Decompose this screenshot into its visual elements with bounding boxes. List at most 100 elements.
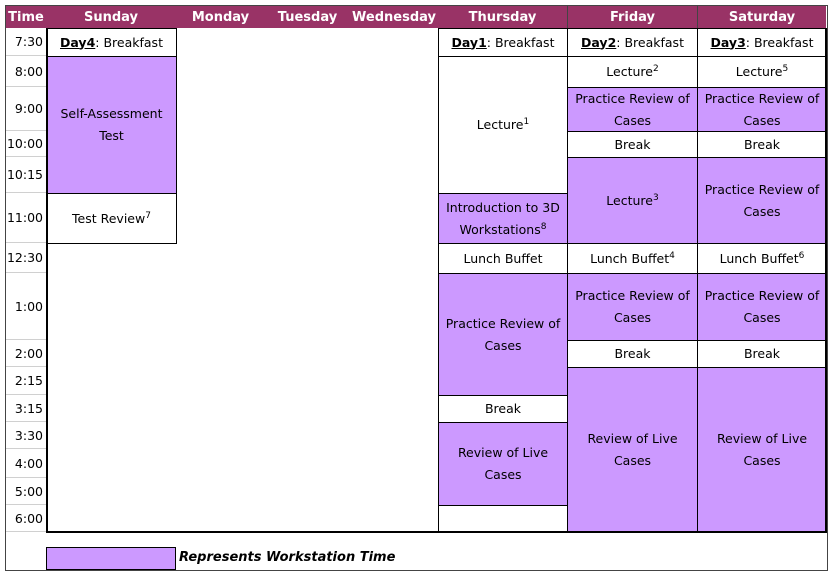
header-thursday: Thursday [438, 6, 567, 28]
event-text: Practice Review of Cases [441, 313, 565, 357]
event-thursday[interactable]: Day1: Breakfast [438, 28, 568, 57]
event-sunday[interactable]: Self-Assessment Test [46, 56, 177, 194]
event-label: Lecture [476, 117, 524, 132]
event-label: Review of Live Cases [457, 445, 549, 482]
event-thursday[interactable]: Review of Live Cases [438, 422, 568, 506]
event-saturday[interactable]: Day3: Breakfast [697, 28, 827, 57]
event-thursday[interactable]: Lecture1 [438, 56, 568, 194]
event-saturday[interactable]: Lunch Buffet6 [697, 243, 827, 274]
legend-label: Represents Workstation Time [179, 550, 396, 565]
event-label: Lunch Buffet [590, 250, 670, 266]
event-text: Day3: Breakfast [711, 32, 814, 54]
event-text: Practice Review of Cases [570, 88, 695, 132]
event-label: Lecture [735, 64, 783, 79]
event-text: Break [744, 134, 780, 156]
event-saturday[interactable]: Practice Review of Cases [697, 87, 827, 132]
event-text: Day1: Breakfast [452, 32, 555, 54]
time-label: 5:00 [6, 478, 46, 505]
footnote-marker: 4 [669, 250, 675, 261]
header-saturday: Saturday [697, 6, 826, 28]
time-label: 8:00 [6, 56, 46, 87]
time-label: 2:15 [6, 367, 46, 395]
event-label: Introduction to 3D Workstations [446, 199, 560, 237]
event-friday[interactable]: Lecture3 [567, 157, 698, 244]
event-friday[interactable]: Break [567, 131, 698, 158]
event-label: Lecture [606, 64, 653, 79]
event-label: Break [614, 346, 651, 361]
header-time: Time [6, 6, 46, 28]
footnote-marker: 1 [523, 116, 530, 127]
footnote-marker: 3 [652, 192, 659, 203]
event-text: Review of Live Cases [570, 428, 695, 472]
event-friday[interactable]: Practice Review of Cases [567, 87, 698, 132]
time-label: 7:30 [6, 28, 46, 56]
event-thursday[interactable]: Lunch Buffet [438, 243, 568, 274]
footnote-marker: 6 [798, 250, 805, 261]
event-saturday[interactable]: Review of Live Cases [697, 367, 827, 533]
event-text: Break [485, 398, 521, 420]
header-tuesday: Tuesday [265, 6, 350, 28]
event-text: Introduction to 3D Workstations8 [441, 197, 565, 241]
event-friday[interactable]: Lunch Buffet4 [567, 243, 698, 274]
event-label: Practice Review of Cases [575, 90, 690, 128]
event-friday[interactable]: Lecture2 [567, 56, 698, 88]
event-thursday[interactable]: Break [438, 395, 568, 423]
event-text: Review of Live Cases [441, 442, 565, 486]
event-text: Lecture1 [477, 114, 529, 136]
event-label: Review of Live Cases [587, 431, 678, 468]
footnote-marker: 2 [652, 63, 659, 74]
event-saturday[interactable]: Break [697, 131, 827, 158]
event-thursday[interactable]: Practice Review of Cases [438, 273, 568, 396]
event-label: : Breakfast [95, 34, 163, 50]
event-text: Test Review7 [72, 208, 151, 230]
event-saturday[interactable]: Lecture5 [697, 56, 827, 88]
event-label: Lecture [606, 192, 653, 208]
event-text: Break [614, 134, 650, 156]
event-label: Practice Review of Cases [575, 288, 690, 325]
event-saturday[interactable]: Break [697, 340, 827, 368]
day-number: Day4 [60, 34, 96, 50]
event-sunday[interactable]: Test Review7 [46, 193, 177, 244]
event-text: Lecture5 [736, 61, 788, 83]
event-thursday[interactable]: Introduction to 3D Workstations8 [438, 193, 568, 244]
event-label: Practice Review of Cases [704, 288, 820, 325]
event-sunday[interactable]: Day4: Breakfast [46, 28, 177, 57]
event-text: Lunch Buffet4 [590, 248, 675, 270]
time-label: 12:30 [6, 243, 46, 273]
event-text: Break [614, 343, 650, 365]
event-saturday[interactable]: Practice Review of Cases [697, 157, 827, 244]
time-label: 6:00 [6, 505, 46, 532]
event-thursday[interactable] [438, 505, 568, 533]
time-label: 9:00 [6, 87, 46, 131]
time-label: 3:15 [6, 395, 46, 422]
event-friday[interactable]: Break [567, 340, 698, 368]
event-text: Lecture3 [606, 190, 658, 212]
event-label: Break [743, 346, 781, 361]
event-label: Break [614, 136, 651, 152]
footnote-marker: 7 [145, 210, 151, 221]
event-friday[interactable]: Day2: Breakfast [567, 28, 698, 57]
time-label: 10:15 [6, 157, 46, 193]
legend-swatch [46, 547, 176, 570]
time-label: 3:30 [6, 422, 46, 449]
event-label: Break [743, 136, 781, 152]
event-text: Lunch Buffet6 [720, 248, 805, 270]
day-number: Day2 [581, 34, 617, 50]
event-text: Practice Review of Cases [570, 285, 695, 329]
event-label: : Breakfast [745, 34, 814, 50]
footnote-marker: 8 [540, 221, 547, 232]
event-text: Practice Review of Cases [700, 88, 824, 132]
event-label: : Breakfast [486, 34, 555, 50]
event-friday[interactable]: Review of Live Cases [567, 367, 698, 533]
event-text: Day4: Breakfast [60, 32, 163, 54]
event-label: Lunch Buffet [719, 250, 799, 266]
event-text: Break [744, 343, 780, 365]
event-text: Practice Review of Cases [700, 179, 824, 223]
event-text: Lunch Buffet [463, 248, 542, 270]
event-text: Practice Review of Cases [700, 285, 824, 329]
event-saturday[interactable]: Practice Review of Cases [697, 273, 827, 341]
event-text: Day2: Breakfast [581, 32, 684, 54]
event-label: : Breakfast [616, 34, 684, 50]
event-friday[interactable]: Practice Review of Cases [567, 273, 698, 341]
event-text: Lecture2 [606, 61, 658, 83]
